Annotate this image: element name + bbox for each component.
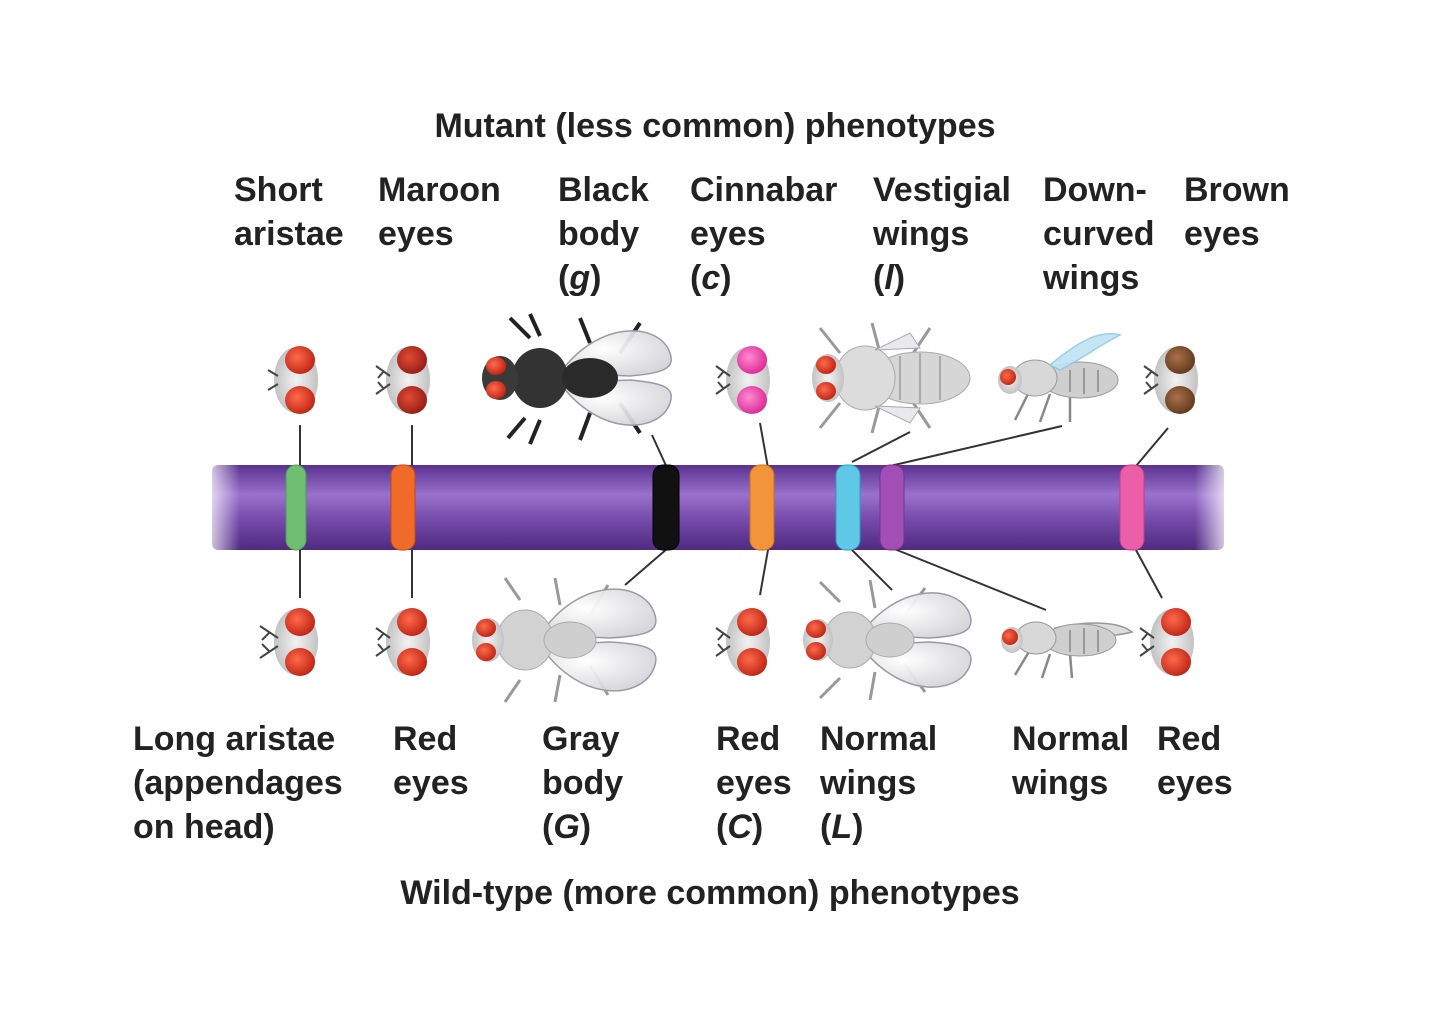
fly-head-brown-eyes [1143, 346, 1198, 414]
fly-normal-wings-side [1001, 621, 1134, 679]
fly-black-body [482, 313, 672, 445]
fly-head-red-eyes-1 [375, 608, 430, 676]
band-cinnabar [749, 464, 775, 551]
fly-down-curved-wings [998, 333, 1123, 423]
connector-lines [299, 422, 1169, 611]
allele-G: G [553, 808, 580, 846]
fly-head-maroon-eyes [375, 346, 430, 414]
band-curved [879, 464, 905, 551]
fly-head-red-eyes-3 [1139, 608, 1194, 676]
fly-gray-body [472, 577, 657, 703]
allele-L: L [831, 808, 853, 846]
fly-head-red-eyes-2 [715, 608, 770, 676]
allele-c: c [701, 259, 721, 297]
chromosome [212, 465, 1224, 550]
band-black [652, 464, 680, 551]
mutant-phenotypes-title: Mutant (less common) phenotypes [434, 107, 996, 145]
band-brown [1119, 464, 1145, 551]
wildtype-phenotypes-title: Wild-type (more common) phenotypes [400, 874, 1020, 912]
band-maroon [390, 464, 416, 551]
fly-head-short-aristae [267, 346, 318, 414]
band-vestigial [835, 464, 861, 551]
allele-C: C [727, 808, 752, 846]
band-aristae [285, 464, 307, 551]
allele-l: l [884, 259, 894, 297]
fly-normal-wings [803, 579, 972, 701]
fly-head-long-aristae [259, 608, 318, 676]
allele-g: g [569, 259, 591, 297]
gene-bands [285, 464, 1145, 551]
fly-vestigial-wings [812, 322, 971, 434]
fly-head-cinnabar-eyes [715, 346, 770, 414]
